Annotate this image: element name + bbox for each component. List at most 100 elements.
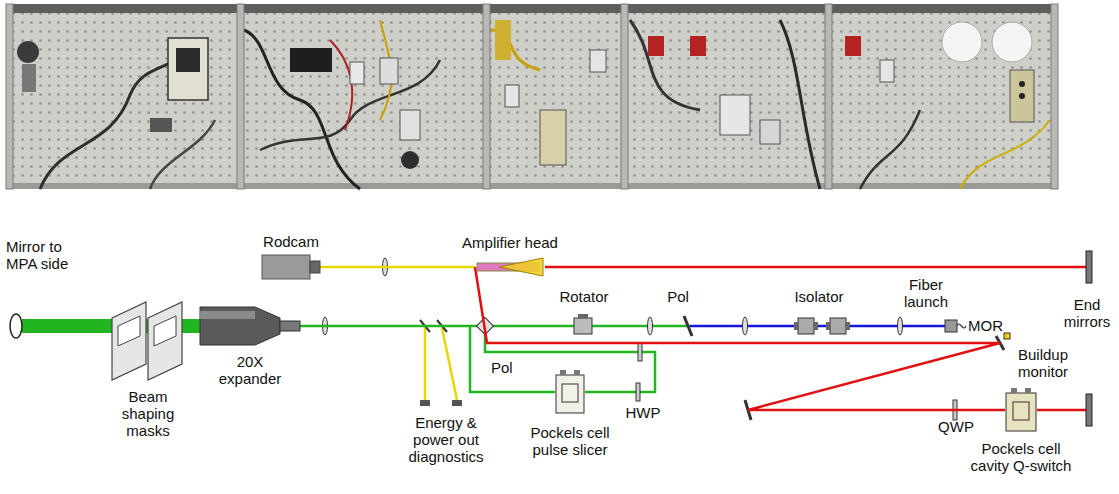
component-box: Pockels cell cavity Q-switch (1005, 388, 1037, 432)
component-symbol-part (1011, 388, 1017, 393)
red-beam (545, 266, 1086, 269)
bench-photo-part (290, 48, 332, 72)
mirror-symbol (10, 314, 22, 338)
isolator-symbol-part (846, 322, 850, 330)
bench-photo-part (176, 48, 200, 72)
beam-mask-part (118, 316, 140, 346)
bench-photo-part (960, 120, 1050, 189)
bench-photo-part (992, 22, 1032, 62)
part-label: Fiber launch (898, 276, 954, 310)
bench-photo-part (22, 64, 36, 92)
part-label: Pol (491, 359, 521, 376)
red-beam (1037, 409, 1086, 412)
bench-photo-part (495, 20, 511, 60)
bench-photo-part (17, 41, 39, 63)
component-symbol (475, 258, 545, 276)
isolator-symbol (794, 318, 850, 334)
component-box: 20X expander (200, 305, 300, 347)
detector-symbol (452, 400, 462, 406)
fiber-launch (945, 320, 957, 332)
beam-mask-part (148, 302, 182, 380)
component-symbol-part (200, 311, 255, 319)
end-mirror (1086, 394, 1092, 426)
part-label: Buildup monitor (1006, 346, 1080, 380)
component-symbol-part (1013, 402, 1029, 420)
component-symbol-part (562, 384, 578, 402)
isolator-symbol-part (814, 322, 818, 330)
bench-photo-part (350, 62, 364, 84)
bench-photo (6, 4, 1058, 189)
part-label: Energy & power out diagnostics (402, 414, 490, 465)
bench-photo-part (330, 40, 352, 130)
beam-mask-part (112, 302, 146, 380)
pickoff-beam (442, 328, 457, 400)
beam-mask-part (154, 316, 176, 346)
part-label: Pol (660, 288, 696, 305)
component-symbol-part (499, 258, 543, 276)
part-label: HWP (620, 404, 666, 421)
bench-photo-part (40, 60, 175, 189)
bench-photo-part (1051, 4, 1058, 189)
component-label: Amplifier head (450, 234, 570, 251)
bench-photo-part (720, 95, 750, 135)
bench-photo-part (825, 4, 832, 189)
component-symbol (262, 255, 320, 279)
optical-layout (10, 251, 1092, 426)
lens-symbol (898, 317, 903, 335)
bench-photo-part (880, 60, 894, 82)
part-label: QWP (934, 418, 978, 435)
bench-photo-part (845, 36, 861, 56)
detector-symbol (420, 400, 430, 406)
component-box: Rodcam (262, 255, 320, 279)
beam-mask (112, 302, 182, 380)
pickoff-beam (424, 328, 427, 400)
bench-photo-part (505, 85, 519, 107)
bench-photo-part (6, 183, 1058, 189)
component-symbol-part (574, 370, 580, 375)
bench-photo-part (400, 110, 420, 140)
component-symbol-part (200, 307, 280, 345)
part-label: Mirror to MPA side (6, 238, 84, 272)
part-label: Rotator (553, 288, 615, 305)
component-symbol (555, 370, 585, 414)
isolator-symbol-part (830, 318, 846, 334)
beam-connector (320, 266, 475, 269)
isolator-symbol-part (798, 318, 814, 334)
component-box: Pockels cell pulse slicer (555, 370, 585, 414)
bench-photo-part (168, 38, 208, 100)
bench-photo-part (483, 4, 490, 189)
bench-photo-part (237, 4, 244, 189)
bench-photo-part (690, 36, 706, 56)
component-symbol (1005, 388, 1037, 432)
beam-connector (475, 267, 1005, 410)
bench-photo-part (621, 4, 628, 189)
component-symbol-part (556, 375, 584, 413)
optical-layout-part (578, 314, 588, 318)
bench-photo-part (1019, 93, 1025, 99)
component-symbol (200, 305, 300, 347)
bench-photo-part (860, 110, 920, 189)
part-label: Isolator (784, 288, 854, 305)
fiber (957, 324, 966, 328)
polarizer-symbol (684, 316, 692, 336)
bench-photo-part (6, 4, 1058, 13)
bench-photo-part (648, 36, 664, 56)
isolator-symbol-part (794, 322, 798, 330)
component-symbol-part (560, 370, 566, 375)
component-label: 20X expander (215, 353, 285, 387)
waveplate-symbol (636, 383, 640, 401)
bench-photo-part (150, 118, 172, 132)
bench-photo-part (590, 50, 606, 72)
bench-photo-part (780, 20, 820, 189)
component-label: Pockels cell pulse slicer (520, 424, 620, 458)
part-label: MOR (968, 317, 1012, 334)
end-mirror (1086, 251, 1092, 283)
bench-photo-part (760, 120, 780, 144)
part-label: Beam shaping masks (116, 388, 180, 439)
bench-photo-part (630, 20, 700, 110)
buildup-detector (1004, 333, 1010, 339)
bench-photo-part (6, 4, 13, 189)
component-label: Rodcam (255, 233, 327, 250)
lens-symbol (648, 317, 653, 335)
bench-photo-part (1010, 70, 1034, 122)
